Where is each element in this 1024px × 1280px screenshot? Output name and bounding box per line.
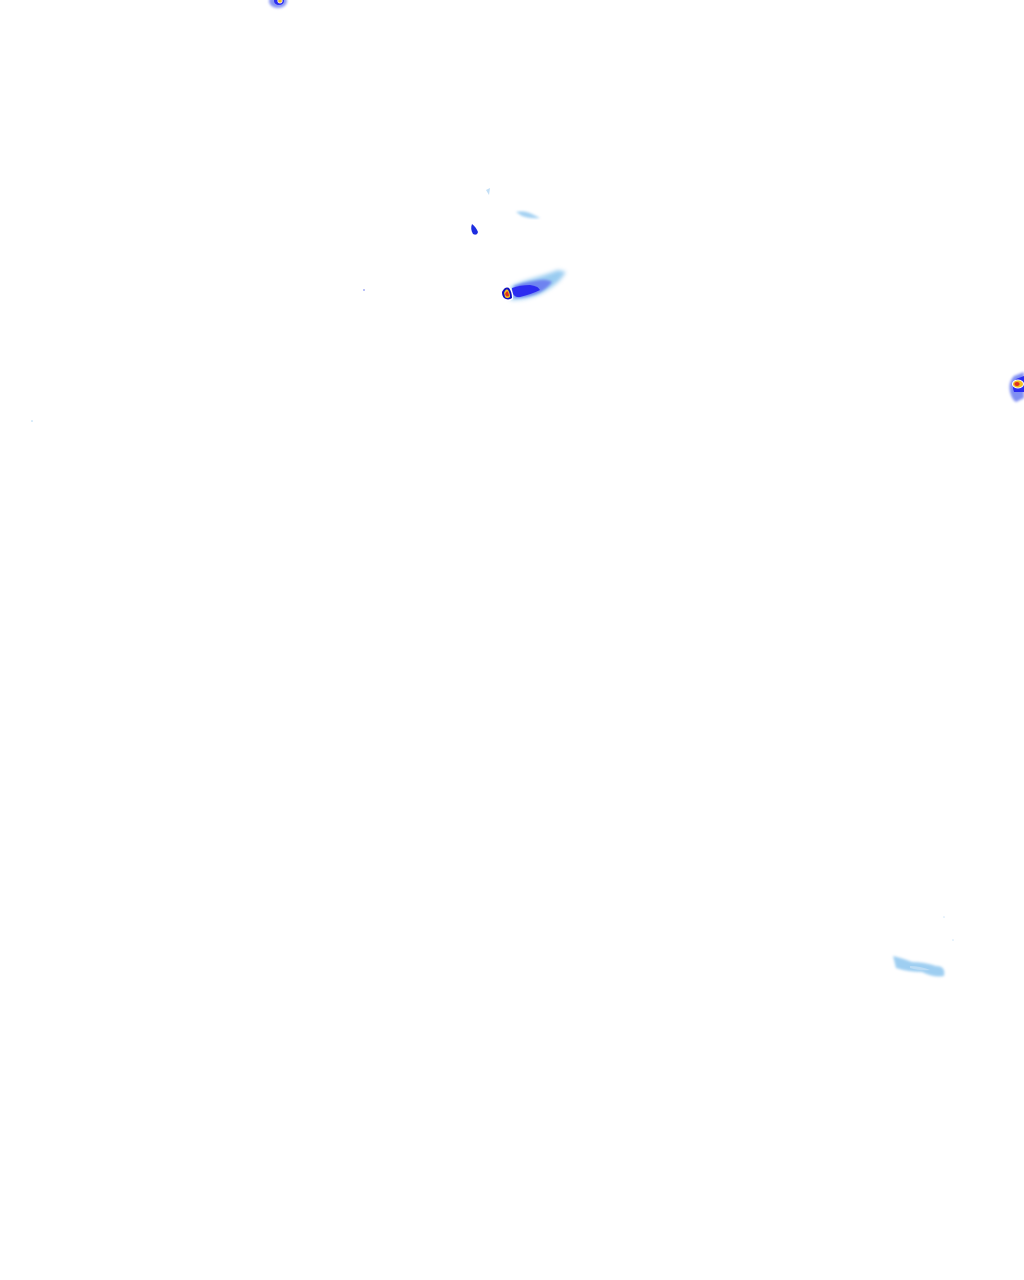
echo-very-light [516, 211, 540, 219]
echo-trace [952, 939, 954, 941]
echo-trace [943, 916, 945, 918]
light-streak-north [486, 188, 540, 219]
echo-extreme [505, 291, 509, 297]
echo-very-light [910, 966, 930, 971]
central-storm-cell [500, 270, 566, 301]
echo-core [277, 0, 283, 4]
small-blue-streak [471, 224, 478, 235]
echo-trace [486, 188, 490, 195]
southeast-light-band [893, 956, 945, 977]
top-edge-cell [269, 0, 287, 8]
echo-light [893, 956, 945, 977]
echo-heavy [471, 224, 478, 235]
echo-heavy [512, 285, 540, 298]
east-edge-cell [1009, 372, 1024, 402]
trace-echoes [31, 289, 954, 941]
echo-extreme [1014, 382, 1020, 386]
echo-trace [31, 420, 33, 422]
echo-trace [363, 289, 365, 291]
